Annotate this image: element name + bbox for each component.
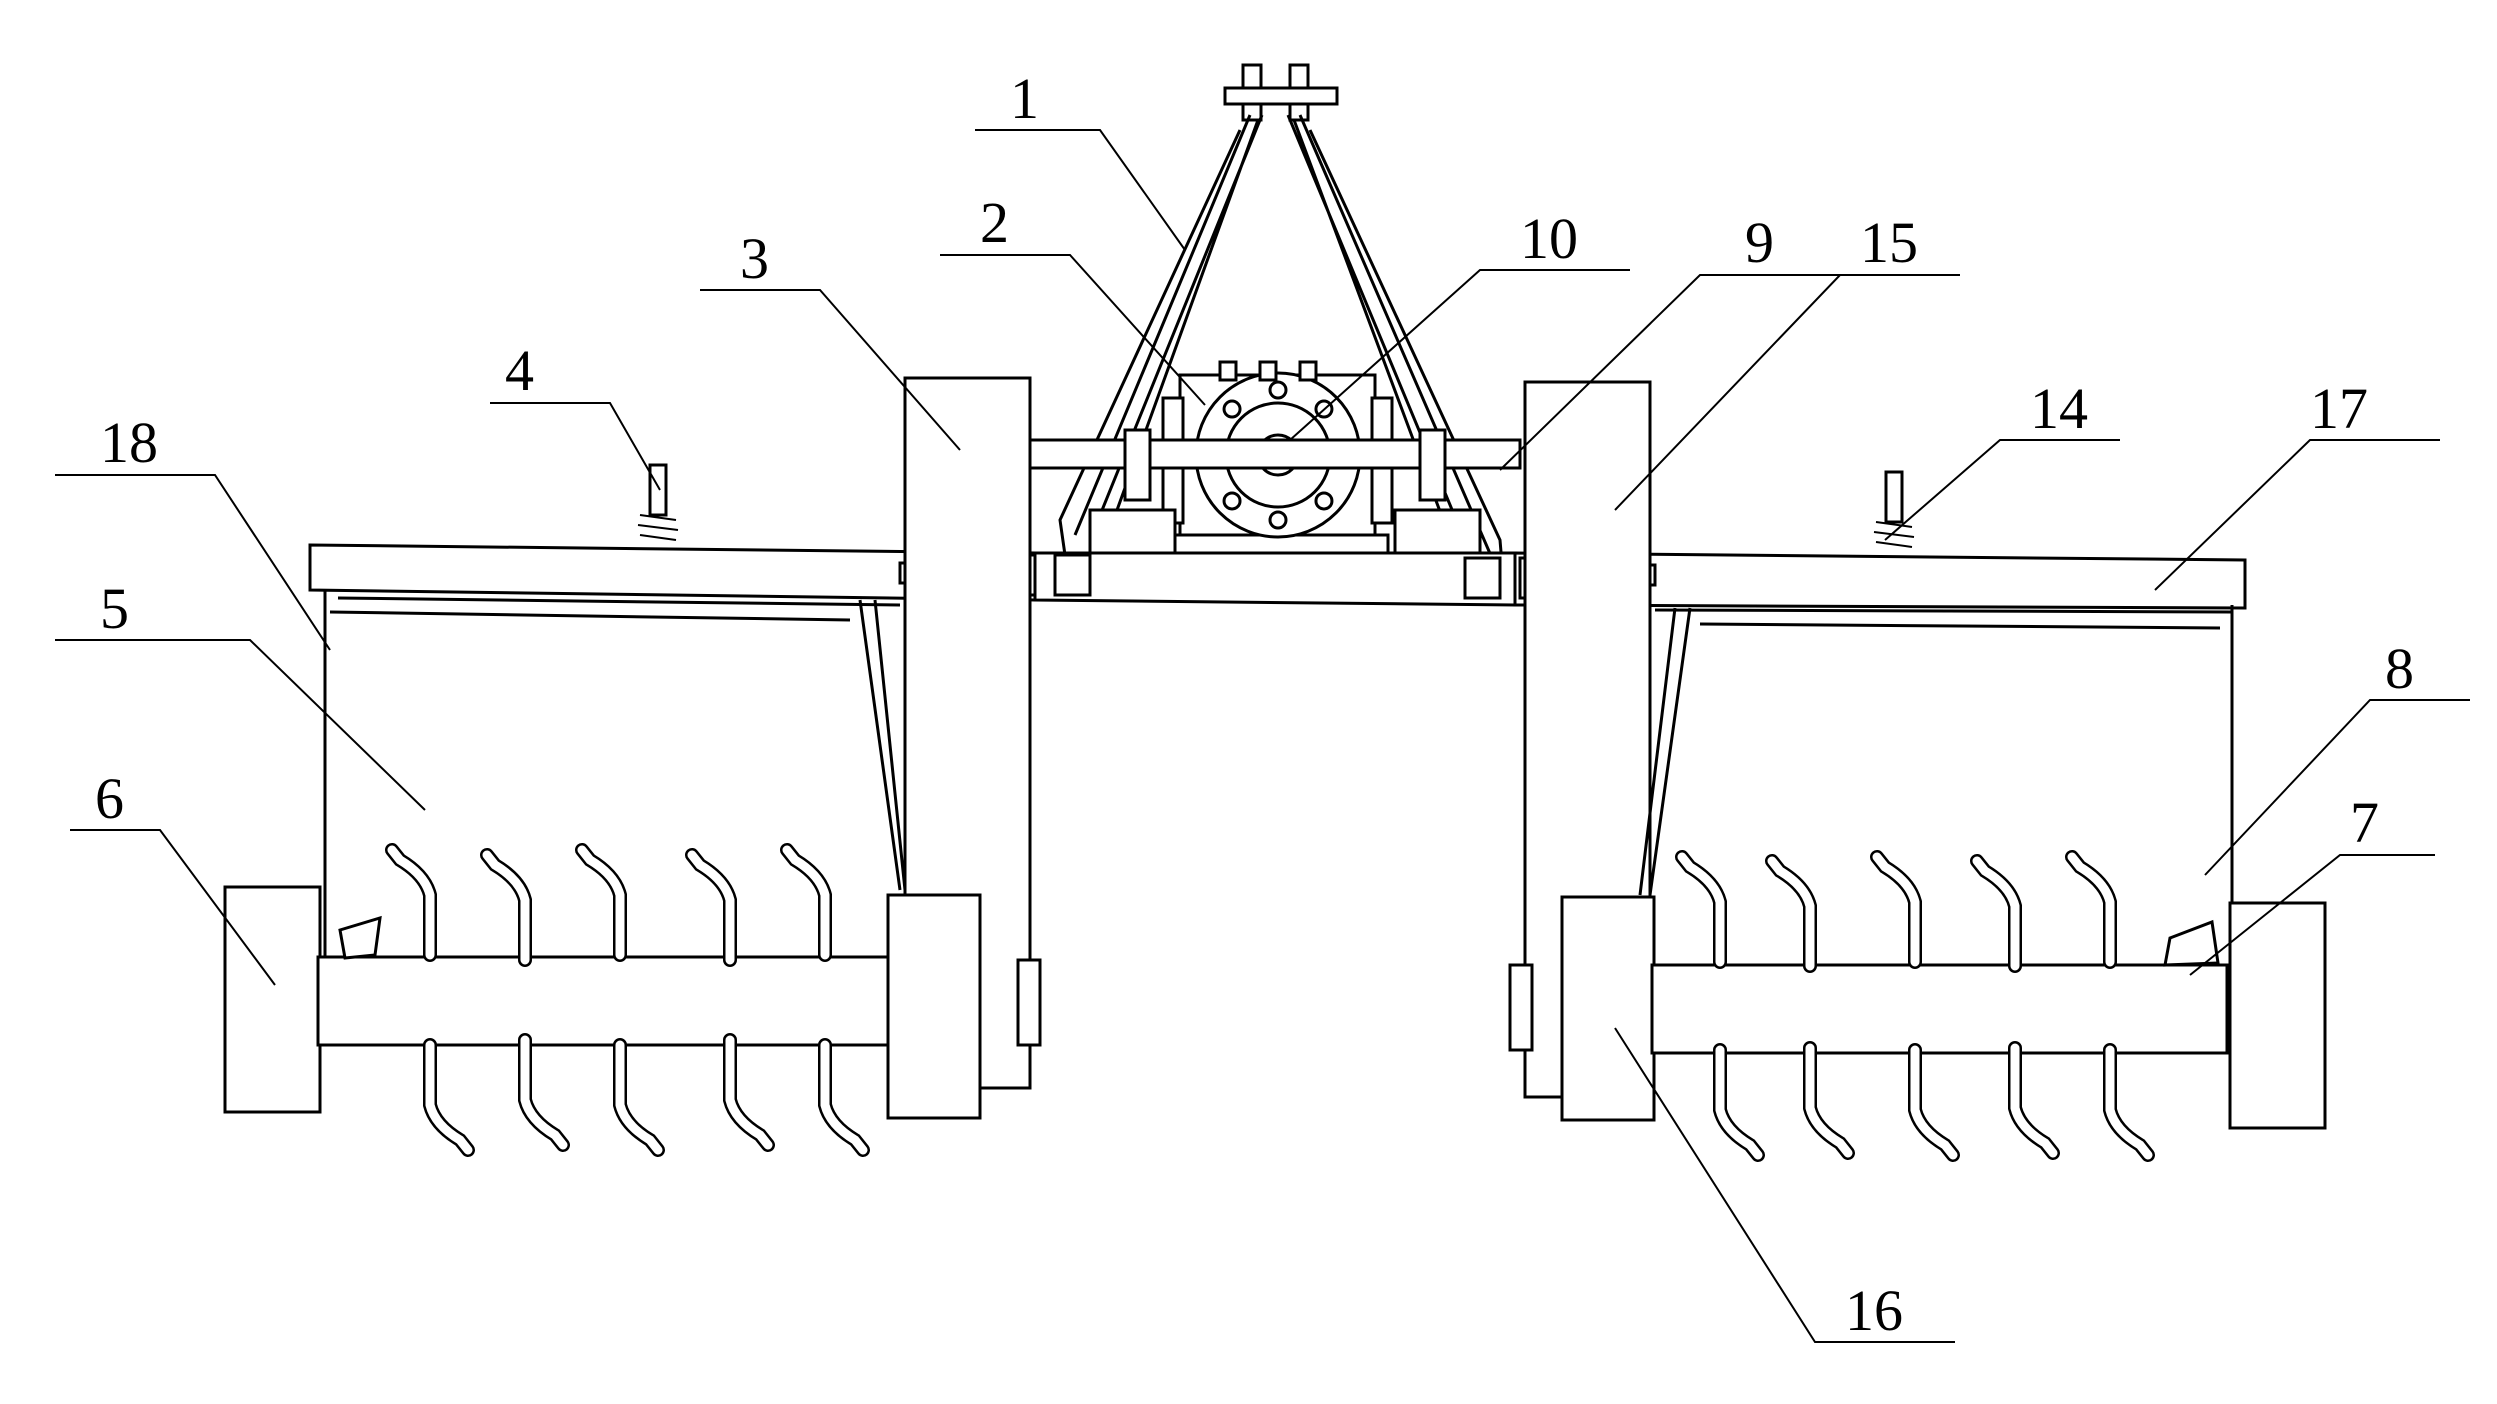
label-4: 4 (505, 338, 534, 403)
label-6: 6 (95, 766, 124, 831)
leader-lines (55, 130, 2470, 1342)
label-17: 17 (2310, 376, 2368, 441)
label-3: 3 (740, 226, 769, 291)
depth-adjuster-left (638, 465, 678, 540)
main-beam (310, 545, 2245, 608)
reference-numerals: 1 2 3 4 18 5 6 10 9 15 14 17 8 7 16 (95, 66, 2414, 1343)
label-5: 5 (100, 576, 129, 641)
left-assembly (225, 378, 1040, 1150)
label-8: 8 (2385, 636, 2414, 701)
label-14: 14 (2030, 376, 2088, 441)
label-15: 15 (1860, 210, 1918, 275)
label-7: 7 (2350, 790, 2379, 855)
label-16: 16 (1845, 1278, 1903, 1343)
label-10: 10 (1520, 206, 1578, 271)
depth-adjuster-right (1874, 472, 1914, 547)
label-1: 1 (1010, 66, 1039, 131)
label-2: 2 (980, 190, 1009, 255)
label-18: 18 (100, 410, 158, 475)
right-assembly (1510, 382, 2325, 1155)
label-9: 9 (1745, 210, 1774, 275)
